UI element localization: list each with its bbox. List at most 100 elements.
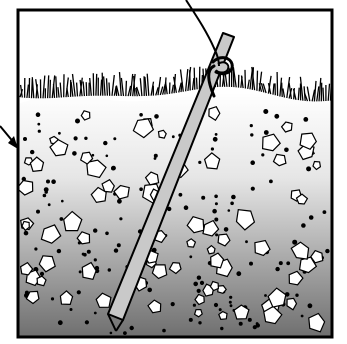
soil-dot <box>154 154 158 158</box>
grass-blade <box>248 80 250 89</box>
grass-blade <box>96 74 97 96</box>
soil-dot <box>215 233 218 236</box>
soil-dot <box>130 326 134 330</box>
soil-dot <box>46 180 50 184</box>
grass-blade <box>27 85 29 98</box>
soil-dot <box>256 322 259 325</box>
grass-blade <box>56 76 57 97</box>
soil-dot <box>274 114 279 119</box>
soil-dot <box>193 282 198 287</box>
grass-blade <box>71 82 73 97</box>
soil-dot <box>261 153 264 156</box>
soil-dot <box>79 270 82 273</box>
soil-dot <box>212 209 217 214</box>
grass-blade <box>107 78 108 95</box>
soil-dot <box>139 113 143 117</box>
grass-blade <box>166 82 168 94</box>
soil-dot <box>197 276 201 280</box>
soil-dot <box>275 267 279 271</box>
soil-dot <box>123 331 127 335</box>
soil-dot <box>189 318 193 322</box>
soil-dot <box>179 193 183 197</box>
soil-dot <box>197 289 201 293</box>
soil-dot <box>279 261 283 265</box>
soil-dot <box>48 203 51 206</box>
soil-dot <box>171 302 175 306</box>
soil-dot <box>111 166 115 170</box>
soil-dot <box>249 262 253 266</box>
soil-dot <box>61 200 64 203</box>
grass-blade <box>130 74 132 96</box>
grass-blade <box>77 83 78 97</box>
soil-dot <box>139 187 143 191</box>
soil-dot <box>85 320 89 324</box>
soil-dot <box>172 135 175 138</box>
soil-dot <box>75 119 80 124</box>
soil-dot <box>264 130 269 135</box>
soil-dot <box>228 209 231 212</box>
soil-dot <box>231 195 236 200</box>
soil-dot <box>57 249 61 253</box>
soil-dot <box>224 227 229 232</box>
grass-blade <box>50 80 51 98</box>
soil-dot <box>51 297 54 300</box>
soil-dot <box>60 217 64 221</box>
soil-dot <box>323 210 327 214</box>
soil-dot <box>162 329 166 333</box>
soil-dot <box>250 133 253 136</box>
soil-dot <box>229 296 232 299</box>
soil-dot <box>108 268 111 271</box>
soil-dot <box>303 117 308 122</box>
soil-dot <box>213 137 218 142</box>
soil-dot <box>103 141 107 145</box>
soil-dot <box>264 294 267 297</box>
grass-blade <box>282 83 283 97</box>
soil-dot <box>286 261 290 265</box>
soil-dot <box>94 312 97 315</box>
soil-dot <box>38 130 41 133</box>
grass-blade <box>32 77 34 98</box>
soil-dot <box>211 147 214 150</box>
soil-dot <box>154 114 159 119</box>
soil-dot <box>30 150 34 154</box>
soil-dot <box>43 194 47 198</box>
grass-blade <box>158 77 161 95</box>
soil-dot <box>245 240 248 243</box>
soil-dot <box>51 179 56 184</box>
soil-dot <box>198 321 201 324</box>
grass-blade <box>86 82 87 96</box>
soil-dot <box>250 124 253 127</box>
soil-dot <box>201 196 205 200</box>
soil-dot <box>253 325 257 329</box>
grass-blade <box>104 76 106 95</box>
grass-blade <box>298 88 299 100</box>
soil-dot <box>105 232 109 236</box>
grass-blade <box>90 78 92 96</box>
soil-dot <box>74 136 78 140</box>
soil-dot <box>110 332 113 335</box>
soil-dot <box>114 248 118 252</box>
soil-dot <box>220 327 223 330</box>
grass-blade <box>101 80 102 96</box>
soil-dot <box>147 288 152 293</box>
soil-dot <box>230 304 233 307</box>
soil-dot <box>77 290 81 294</box>
soil-dot <box>301 315 304 318</box>
grass-blade <box>83 82 84 97</box>
soil-dot <box>189 255 192 258</box>
soil-dot <box>154 157 157 160</box>
grass-blade <box>112 75 114 96</box>
soil-dot <box>214 218 218 222</box>
grass-blade <box>197 78 198 90</box>
soil-dot <box>284 148 289 153</box>
soil-dot <box>72 151 77 156</box>
grass-blade <box>109 83 110 96</box>
soil-dot <box>93 228 97 232</box>
soil-dot <box>214 303 218 307</box>
soil-dot <box>45 190 48 193</box>
grass-blade <box>190 70 191 90</box>
soil-dot <box>248 318 252 322</box>
soil-dot <box>308 303 313 308</box>
